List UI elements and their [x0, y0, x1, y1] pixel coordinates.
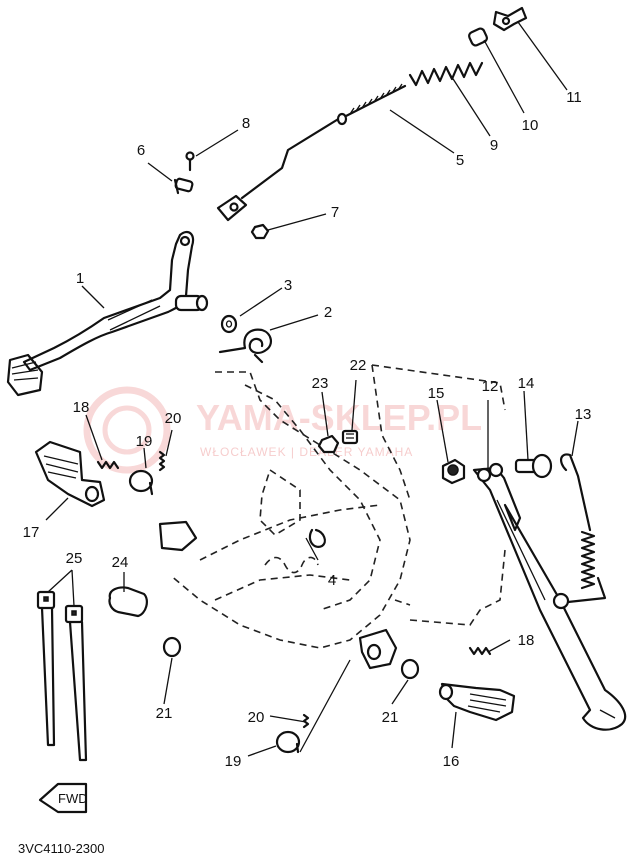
watermark-tagline: WŁOCŁAWEK | DEALER YAMAHA: [200, 445, 413, 459]
callout-4: 4: [328, 572, 336, 589]
callout-24: 24: [112, 554, 129, 571]
footrest-spring-upper: [96, 460, 120, 470]
callout-13: 13: [575, 406, 592, 423]
nut-7: [250, 223, 270, 240]
callout-3: 3: [284, 277, 292, 294]
circlip-4: [308, 528, 326, 548]
callout-8: 8: [242, 115, 250, 132]
wing-nut: [492, 6, 528, 32]
footrest-mounts: [158, 520, 398, 670]
cotter-pin-lower: [302, 713, 310, 729]
collar-24: [108, 586, 148, 618]
nut-23: [317, 434, 340, 454]
stand-bolt: [514, 453, 553, 479]
bolt-22: [341, 429, 359, 445]
washer-21-right: [400, 658, 420, 680]
callout-2: 2: [324, 304, 332, 321]
footrest-pin-lower: [275, 730, 301, 754]
callout-19-lower: 19: [225, 753, 242, 770]
callout-21-right: 21: [382, 709, 399, 726]
callout-18-upper: 18: [73, 399, 90, 416]
cable-tie-left: [36, 590, 56, 747]
brake-rod: [216, 83, 407, 222]
callout-20-upper: 20: [165, 410, 182, 427]
callout-21-left: 21: [156, 705, 173, 722]
callout-15: 15: [428, 385, 445, 402]
footrest-pin-upper: [128, 469, 154, 496]
callout-1: 1: [76, 270, 84, 287]
callout-16: 16: [443, 753, 460, 770]
pin-6: [173, 177, 194, 195]
callout-11: 11: [566, 89, 582, 106]
stand-spring: [552, 453, 607, 610]
washer-3: [220, 314, 238, 334]
callout-9: 9: [490, 137, 498, 154]
callout-23: 23: [312, 375, 329, 392]
frame-outline: [169, 364, 506, 649]
cotter-pin-8: [185, 151, 195, 172]
footrest-spring-lower: [468, 646, 492, 656]
side-stand: [472, 462, 627, 731]
watermark-logo: [83, 386, 171, 474]
leader-lines: [45, 21, 579, 757]
watermark: YAMA-SKLEP.PL WŁOCŁAWEK | DEALER YAMAHA: [83, 386, 482, 474]
stand-nut: [441, 458, 466, 485]
fwd-label: FWD: [58, 791, 88, 806]
footrest-right: [438, 682, 516, 722]
callout-6: 6: [137, 142, 145, 159]
callout-14: 14: [518, 375, 535, 392]
callout-19-upper: 19: [136, 433, 153, 450]
fwd-arrow-icon: FWD: [38, 782, 88, 814]
adjust-spring: [408, 61, 484, 87]
return-spring: [218, 328, 272, 364]
callout-5: 5: [456, 152, 464, 169]
footrest-left: [34, 440, 106, 508]
callout-20-lower: 20: [248, 709, 265, 726]
watermark-brand: YAMA-SKLEP.PL: [196, 397, 482, 438]
callout-18-lower: 18: [518, 632, 535, 649]
callout-22: 22: [350, 357, 367, 374]
callout-12: 12: [482, 378, 499, 395]
diagram-code: 3VC4110-2300: [18, 841, 105, 856]
brake-pedal: [6, 230, 209, 397]
callout-10: 10: [522, 117, 539, 134]
cotter-pin-upper: [158, 450, 166, 472]
callout-25: 25: [66, 550, 83, 567]
cable-tie-right: [64, 604, 88, 762]
adjust-pin: [468, 27, 488, 47]
washer-21-left: [162, 636, 182, 658]
callout-7: 7: [331, 204, 339, 221]
callout-17: 17: [23, 524, 40, 541]
callouts: 1 2 3 4 5 6 7 8 9 10 11 12 13 14 15 16 1…: [23, 89, 592, 770]
